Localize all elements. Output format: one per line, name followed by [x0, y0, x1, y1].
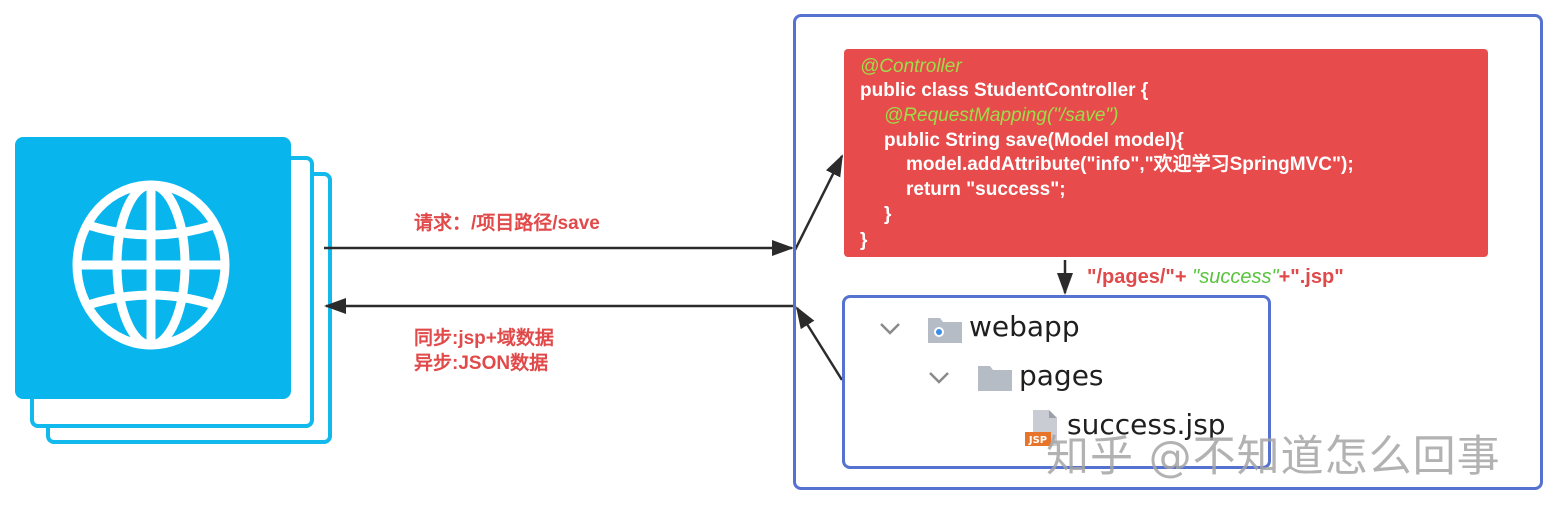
jsp-badge-text: JSP [1028, 435, 1047, 446]
sync-response-label: 同步:jsp+域数据 [414, 328, 554, 349]
globe-icon [72, 180, 230, 350]
async-response-label: 异步:JSON数据 [414, 353, 549, 374]
code-line-annotation-mapping: @RequestMapping("/save") [884, 105, 1119, 126]
watermark: 知乎 @不知道怎么回事 [1046, 432, 1501, 482]
folder-icon [978, 366, 1012, 391]
view-path-prefix: "/pages/"+ [1087, 266, 1187, 288]
tree-item-webapp[interactable]: webapp [969, 310, 1080, 343]
code-line-method-decl: public String save(Model model){ [884, 130, 1184, 151]
to-controller-arrow [793, 154, 844, 251]
code-line-annotation-controller: @Controller [860, 56, 962, 77]
web-folder-icon [928, 318, 962, 343]
view-path-suffix: +".jsp" [1278, 266, 1344, 288]
code-line-class-close: } [860, 230, 868, 251]
from-view-arrow [795, 306, 844, 381]
view-path-name: "success" [1192, 266, 1279, 288]
file-tree-panel: webapp pages JSP success.jsp [842, 295, 1271, 469]
code-line-return: return "success"; [906, 179, 1066, 200]
tree-item-success-jsp[interactable]: success.jsp [1067, 408, 1226, 441]
chevron-down-icon[interactable] [879, 322, 901, 336]
tree-item-pages[interactable]: pages [1019, 359, 1104, 392]
request-label: 请求：/项目路径/save [414, 213, 600, 234]
chevron-down-icon[interactable] [928, 371, 950, 385]
view-path-label: "/pages/"+ "success"+".jsp" [1087, 266, 1344, 289]
server-container [793, 14, 1543, 490]
code-line-add-attribute: model.addAttribute("info","欢迎学习SpringMVC… [906, 154, 1354, 175]
jsp-file-icon: JSP [1025, 410, 1057, 446]
code-line-class-decl: public class StudentController { [860, 80, 1149, 101]
code-line-method-close: } [884, 204, 892, 225]
controller-code-block: @Controller public class StudentControll… [844, 49, 1488, 257]
